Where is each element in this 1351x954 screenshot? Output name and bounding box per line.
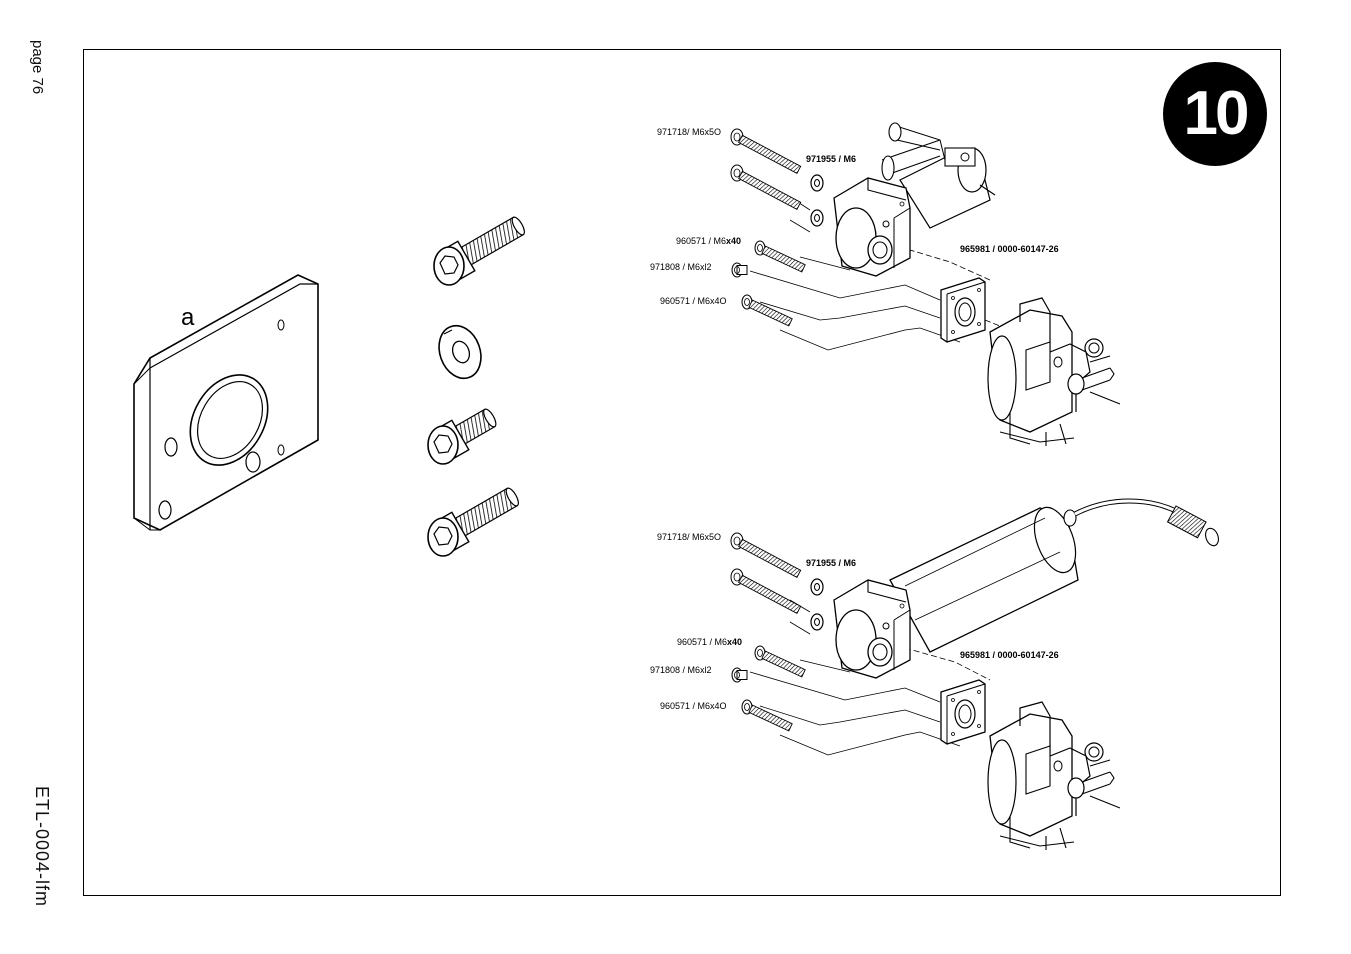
assembly-top	[730, 122, 1121, 447]
label-top-screw-40-a: 960571 / M6x40	[676, 236, 741, 246]
label-bottom-plate: 965981 / 0000-60147-26	[960, 650, 1059, 660]
label-bottom-screw-40-a: 960571 / M6x40	[677, 637, 742, 647]
label-bottom-washer: 971955 / M6	[806, 558, 856, 568]
adapter-plate-a	[133, 274, 319, 531]
label-bottom-screw-40-b: 960571 / M6x4O	[660, 701, 727, 711]
washer-large	[438, 324, 482, 380]
label-top-screw-long: 971718/ M6x5O	[657, 127, 721, 137]
assembly-bottom	[730, 498, 1219, 851]
label-top-washer: 971955 / M6	[806, 154, 856, 164]
drawing-frame	[83, 49, 1281, 896]
socket-head-screw-long	[433, 208, 532, 286]
section-number-badge: 10	[1163, 62, 1267, 166]
label-top-plate: 965981 / 0000-60147-26	[960, 244, 1059, 254]
socket-head-screw-short	[427, 400, 503, 465]
label-bottom-screw-long: 971718/ M6x5O	[657, 532, 721, 542]
socket-head-screw-medium	[427, 479, 526, 557]
label-top-screw-40-b: 960571 / M6x4O	[660, 296, 727, 306]
label-bottom-screw-12: 971808 / M6xl2	[650, 665, 712, 675]
label-top-screw-12: 971808 / M6xl2	[650, 262, 712, 272]
part-letter-a: a	[181, 304, 195, 331]
